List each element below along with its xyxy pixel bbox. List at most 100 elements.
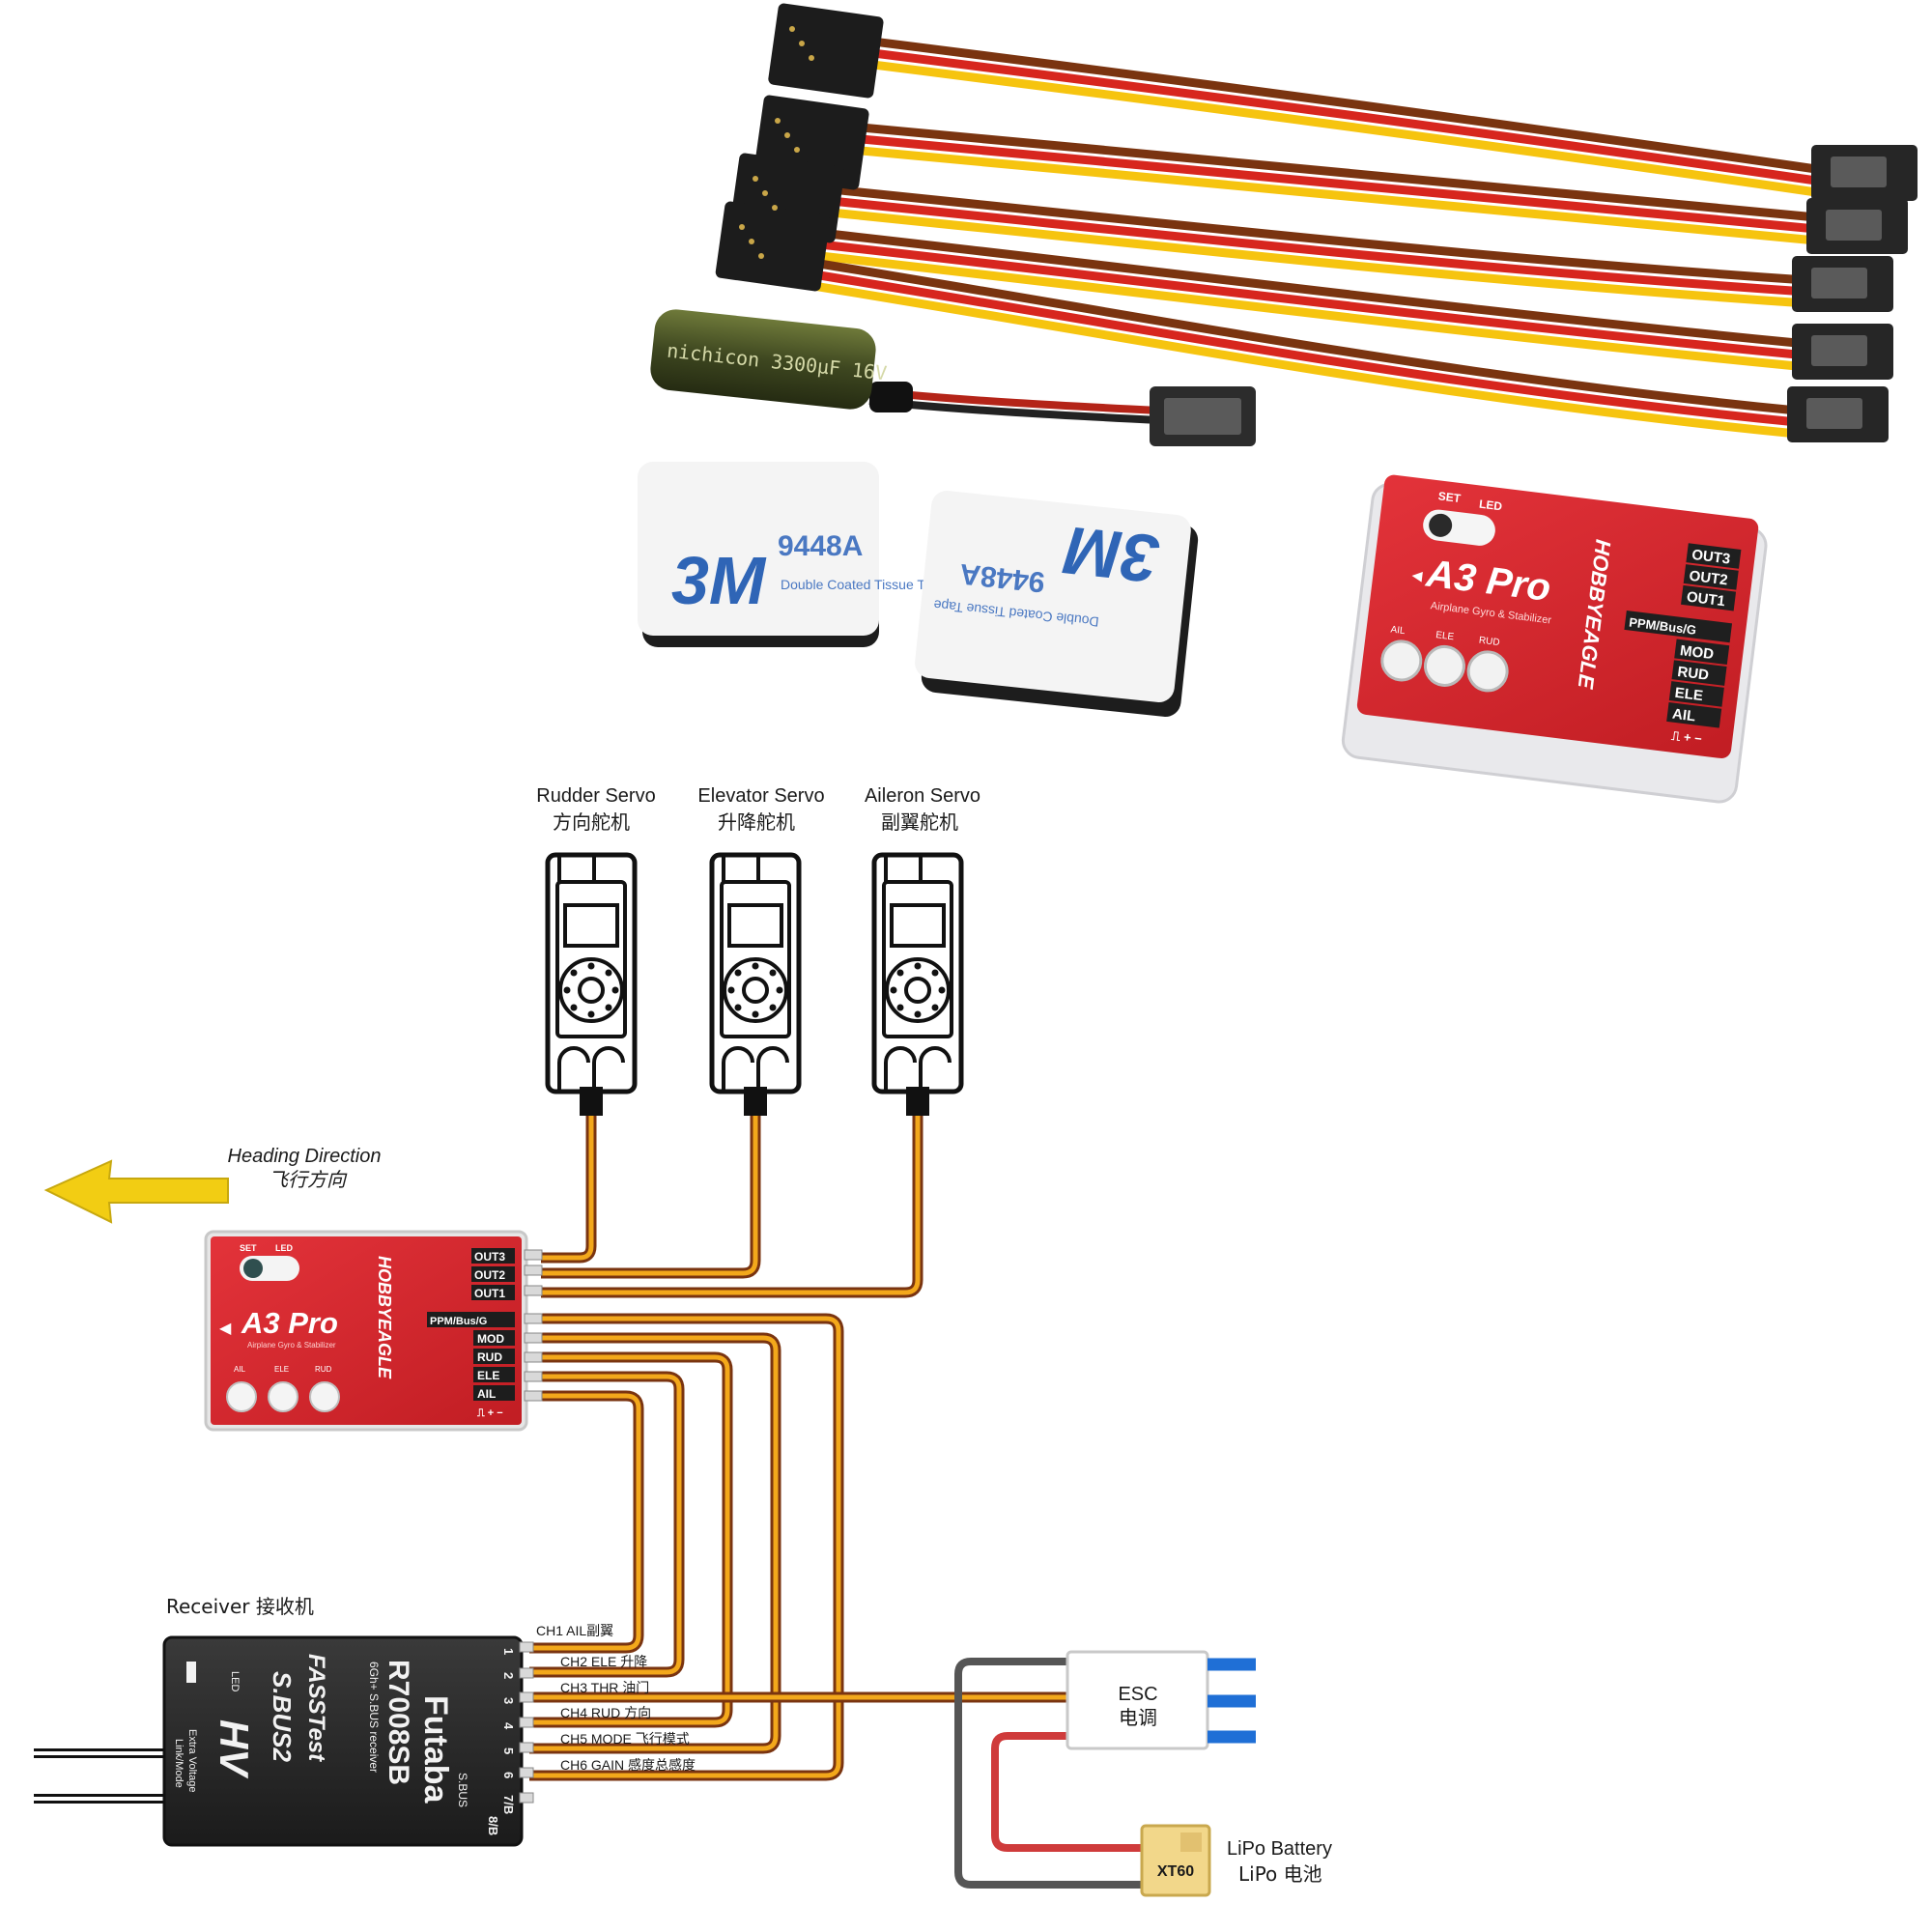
photo-pots: AIL ELE RUD [1380, 624, 1509, 693]
xt60-label: XT60 [1157, 1863, 1194, 1880]
photo-port-ail: AIL [1671, 706, 1696, 725]
rud-gain-knob[interactable] [309, 1381, 340, 1412]
esc-label-cn: 电调 [1119, 1706, 1157, 1729]
gyro-port-labels: OUT3 OUT2 OUT1 PPM/Bus/G MOD RUD ELE AIL… [427, 1248, 515, 1419]
port-number-8b: 8/B [486, 1816, 500, 1835]
gyro-port-rud: RUD [477, 1350, 502, 1364]
receiver-hv: HV [212, 1719, 257, 1778]
battery-label-cn: LiPo 电池 [1238, 1862, 1322, 1886]
antenna-wires [34, 1748, 169, 1804]
cable-3 [820, 184, 1807, 308]
receiver-model-sub: 6Gh+ S.BUS receiver [367, 1662, 381, 1773]
receiver-brand: Futaba [417, 1695, 454, 1804]
ch2-label: CH2 ELE 升降 [560, 1654, 647, 1669]
elevator-servo [709, 852, 802, 1116]
photo-arrow-icon: ◀ [1411, 567, 1424, 583]
photo-port-out1: OUT1 [1686, 588, 1726, 610]
gyro-set-label: SET [240, 1243, 257, 1253]
ail-gain-knob[interactable] [226, 1381, 257, 1412]
heading-arrow-icon [43, 1159, 229, 1224]
servo-labels: Rudder Servo 方向舵机 Elevator Servo 升降舵机 Ai… [536, 785, 980, 834]
port-number-7b: 7/B [501, 1795, 516, 1814]
receiver-led-label: LED [229, 1671, 241, 1691]
gyro-pots: AIL ELE RUD [226, 1365, 340, 1412]
ch6-label: CH6 GAIN 感度总感度 [560, 1757, 696, 1773]
gyro-pot-ele-label: ELE [274, 1365, 289, 1374]
servo-wires [541, 1116, 923, 1298]
gyro-port-ail: AIL [477, 1387, 496, 1401]
port-number-5: 5 [501, 1747, 516, 1754]
photo-set-label: SET [1437, 489, 1463, 505]
power-wires [954, 1658, 1142, 1889]
receiver-sbus-port: S.BUS [456, 1773, 469, 1807]
gyro-pin-legend: ⎍ + − [476, 1407, 503, 1419]
battery-label-en: LiPo Battery [1227, 1838, 1332, 1860]
servo-extension-cables [715, 3, 1918, 442]
port-number-4: 4 [501, 1722, 516, 1730]
photo-pot-ail: AIL [1390, 624, 1406, 637]
photo-port-out3: OUT3 [1690, 547, 1731, 568]
gyro-port-out2: OUT2 [474, 1268, 505, 1282]
esc-label-en: ESC [1118, 1684, 1157, 1705]
tape-1-model: 9448A [778, 530, 863, 562]
receiver: Receiver 接收机 Futaba R7008SB 6Gh+ S.BUS r… [34, 1595, 534, 1847]
gyro-port-mod: MOD [477, 1332, 504, 1346]
receiver-model: R7008SB [383, 1660, 414, 1785]
cable-4 [810, 227, 1798, 371]
photo-led-label: LED [1478, 497, 1503, 514]
gyro-port-ele: ELE [477, 1369, 499, 1382]
port-number-3: 3 [501, 1697, 516, 1704]
port-number-1: 1 [501, 1648, 516, 1655]
elevator-servo-label-en: Elevator Servo [697, 785, 824, 807]
ch3-label: CH3 THR 油门 [560, 1680, 649, 1695]
lipo-battery: XT60 LiPo Battery LiPo 电池 [1140, 1824, 1332, 1897]
gyro-port-ppm: PPM/Bus/G [430, 1316, 487, 1327]
ele-gain-knob[interactable] [268, 1381, 298, 1412]
heading-direction: Heading Direction 飞行方向 [43, 1146, 382, 1224]
a3pro-gyro: SET LED ◀ A3 Pro Airplane Gyro & Stabili… [204, 1230, 543, 1432]
esc: ESC 电调 [1065, 1650, 1256, 1750]
receiver-fasst: FASSTest [303, 1654, 329, 1762]
gyro-arrow-icon: ◀ [219, 1321, 232, 1337]
gyro-pot-rud-label: RUD [315, 1365, 332, 1374]
photo-port-ele: ELE [1674, 685, 1704, 704]
aileron-servo [871, 852, 964, 1116]
capacitor: nichicon 3300μF 16V [650, 309, 1256, 446]
gyro-logo: A3 Pro [241, 1306, 338, 1340]
photo-pot-ele: ELE [1435, 630, 1455, 642]
cable-2 [839, 121, 1817, 245]
gyro-brand: HOBBYEAGLE [375, 1256, 394, 1379]
gyro-pin-header [524, 1249, 543, 1402]
receiver-labels: Futaba R7008SB 6Gh+ S.BUS receiver FASST… [173, 1654, 469, 1807]
rudder-servo-label-en: Rudder Servo [536, 785, 655, 807]
tape-1-brand: 3M [671, 543, 767, 618]
a3pro-module-photo: SET LED ◀ A3 Pro Airplane Gyro & Stabili… [1341, 474, 1768, 804]
tape-2-brand: 3M [1060, 512, 1163, 597]
photo-port-rud: RUD [1676, 664, 1709, 684]
receiver-wires [529, 1313, 1067, 1781]
photo-port-mod: MOD [1679, 642, 1715, 663]
ch5-label: CH5 MODE 飞行模式 [560, 1731, 690, 1747]
gyro-subtitle: Airplane Gyro & Stabilizer [247, 1341, 336, 1350]
receiver-label: Receiver 接收机 [166, 1595, 314, 1618]
elevator-servo-label-cn: 升降舵机 [718, 810, 795, 834]
photo-port-labels: OUT3 OUT2 OUT1 PPM/Bus/G MOD RUD ELE AIL… [1624, 543, 1742, 747]
photo-port-out2: OUT2 [1689, 568, 1729, 589]
port-number-6: 6 [501, 1772, 516, 1778]
cable-5 [801, 256, 1798, 439]
aileron-servo-label-en: Aileron Servo [865, 785, 980, 807]
heading-label-en: Heading Direction [228, 1146, 382, 1167]
gyro-pot-ail-label: AIL [234, 1365, 246, 1374]
rudder-servo [545, 852, 638, 1116]
tape-pad-1: 3M 9448A Double Coated Tissue Tape [638, 462, 947, 647]
gyro-port-out1: OUT1 [474, 1287, 505, 1300]
tape-pad-2: 3M 9448A Double Coated Tissue Tape [915, 491, 1199, 717]
tape-1-text: Double Coated Tissue Tape [781, 577, 947, 592]
receiver-port-numbers: 1 2 3 4 5 6 7/B 8/B [486, 1648, 516, 1835]
rudder-servo-label-cn: 方向舵机 [553, 810, 630, 834]
receiver-pin-header [519, 1641, 534, 1804]
photo-pin-legend: ⎍ + − [1671, 728, 1704, 747]
gyro-led-label: LED [275, 1243, 294, 1253]
right-plugs [1787, 145, 1918, 442]
